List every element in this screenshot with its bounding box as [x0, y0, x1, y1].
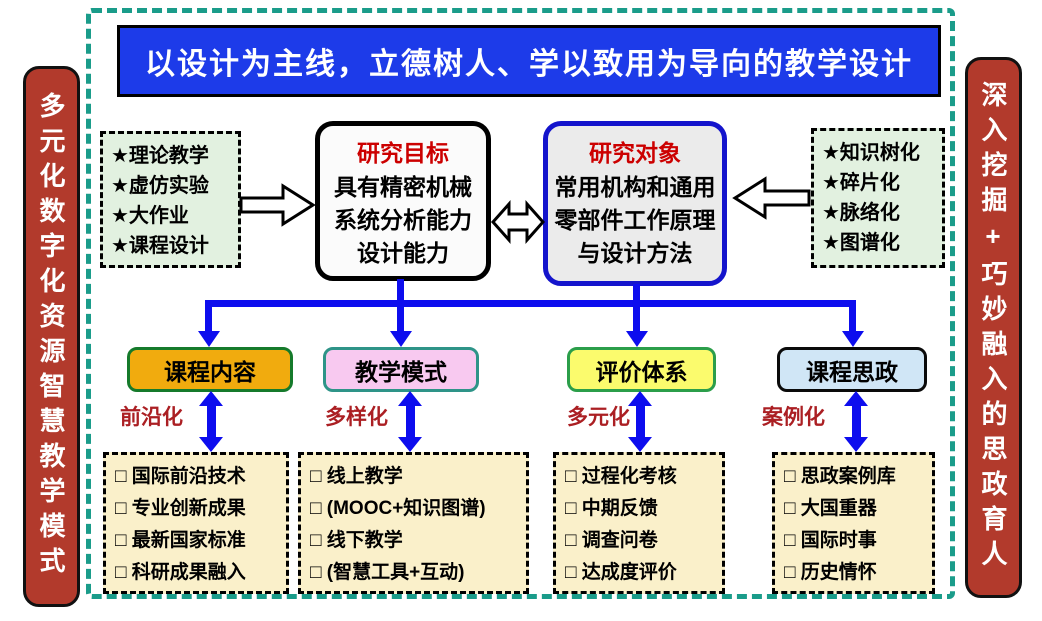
right-vertical-banner: 深入挖掘+巧妙融入的思政育人	[965, 57, 1022, 598]
research-object-title: 研究对象	[589, 140, 681, 166]
list-item: □ 调查问卷	[565, 530, 658, 551]
research-object-box: 研究对象 常用机构和通用 零部件工作原理 与设计方法	[543, 121, 727, 286]
course-ideology-list: □ 思政案例库 □ 大国重器 □ 国际时事 □ 历史情怀	[772, 452, 935, 594]
category-course-content: 课程内容	[127, 347, 293, 392]
course-content-list: □ 国际前沿技术 □ 专业创新成果 □ 最新国家标准 □ 科研成果融入	[103, 452, 289, 594]
research-object-line: 与设计方法	[577, 240, 693, 266]
research-goal-title: 研究目标	[357, 140, 449, 166]
connector-line	[633, 284, 640, 331]
knowledge-form-item: ★脉络化	[822, 202, 900, 224]
teaching-form-item: ★大作业	[111, 205, 189, 227]
right-banner-text: 深入挖掘+巧妙融入的思政育人	[978, 80, 1008, 575]
left-vertical-banner: 多元化数字化资源智慧教学模式	[23, 66, 80, 607]
list-item: □ 线上教学	[310, 466, 403, 487]
left-arrow-icon	[732, 176, 811, 220]
research-goal-line: 具有精密机械	[334, 174, 472, 200]
title-banner: 以设计为主线，立德树人、学以致用为导向的教学设计	[117, 25, 941, 97]
teaching-form-item: ★课程设计	[111, 235, 209, 257]
teaching-form-item: ★虚仿实验	[111, 175, 209, 197]
research-goal-line: 系统分析能力	[334, 207, 472, 233]
title-banner-text: 以设计为主线，立德树人、学以致用为导向的教学设计	[145, 48, 913, 81]
category-label: 课程内容	[164, 358, 256, 385]
research-goal-line: 设计能力	[357, 240, 449, 266]
list-item: □ 国际前沿技术	[115, 466, 246, 487]
connector-line	[849, 300, 856, 331]
arrow-down-icon	[626, 331, 648, 347]
list-item: □ 线下教学	[310, 530, 403, 551]
connector-line	[205, 300, 856, 307]
knowledge-form-item: ★图谱化	[822, 232, 900, 254]
category-label: 教学模式	[355, 358, 447, 385]
arrow-down-icon	[198, 331, 220, 347]
evaluation-system-list: □ 过程化考核 □ 中期反馈 □ 调查问卷 □ 达成度评价	[553, 452, 725, 594]
list-item: □ 思政案例库	[784, 466, 896, 487]
list-item: □ 中期反馈	[565, 498, 658, 519]
list-item: □ 专业创新成果	[115, 498, 246, 519]
category-tag: 多元化	[567, 406, 630, 429]
teaching-mode-list: □ 线上教学 □ (MOOC+知识图谱) □ 线下教学 □ (智慧工具+互动)	[298, 452, 529, 594]
connector-line	[205, 300, 212, 331]
category-evaluation-system: 评价体系	[567, 347, 716, 392]
category-label: 评价体系	[595, 358, 688, 385]
knowledge-forms-box: ★知识树化 ★碎片化 ★脉络化 ★图谱化	[811, 128, 945, 268]
teaching-form-item: ★理论教学	[111, 145, 209, 167]
double-vertical-arrow-icon	[626, 391, 654, 452]
category-tag: 前沿化	[120, 406, 183, 429]
list-item: □ 大国重器	[784, 498, 877, 519]
research-object-line: 零部件工作原理	[554, 207, 716, 233]
outer-dashed-frame	[86, 8, 955, 599]
list-item: □ 最新国家标准	[115, 530, 246, 551]
category-label: 课程思政	[806, 358, 898, 385]
list-item: □ 历史情怀	[784, 562, 877, 583]
category-teaching-mode: 教学模式	[323, 347, 479, 392]
category-course-ideology: 课程思政	[777, 347, 927, 392]
list-item: □ (智慧工具+互动)	[310, 562, 465, 583]
double-vertical-arrow-icon	[197, 391, 225, 452]
double-vertical-arrow-icon	[396, 391, 424, 452]
teaching-forms-box: ★理论教学 ★虚仿实验 ★大作业 ★课程设计	[100, 131, 241, 268]
list-item: □ (MOOC+知识图谱)	[310, 498, 486, 519]
list-item: □ 科研成果融入	[115, 562, 246, 583]
knowledge-form-item: ★知识树化	[822, 142, 920, 164]
right-arrow-icon	[239, 183, 316, 227]
list-item: □ 达成度评价	[565, 562, 677, 583]
research-object-line: 常用机构和通用	[554, 174, 716, 200]
arrow-down-icon	[842, 331, 864, 347]
category-tag: 案例化	[762, 406, 825, 429]
double-arrow-icon	[490, 200, 546, 244]
list-item: □ 国际时事	[784, 530, 877, 551]
category-tag: 多样化	[325, 406, 388, 429]
double-vertical-arrow-icon	[842, 391, 870, 452]
left-banner-text: 多元化数字化资源智慧教学模式	[36, 91, 66, 582]
research-goal-box: 研究目标 具有精密机械 系统分析能力 设计能力	[315, 121, 491, 281]
list-item: □ 过程化考核	[565, 466, 677, 487]
knowledge-form-item: ★碎片化	[822, 172, 900, 194]
arrow-down-icon	[390, 331, 412, 347]
